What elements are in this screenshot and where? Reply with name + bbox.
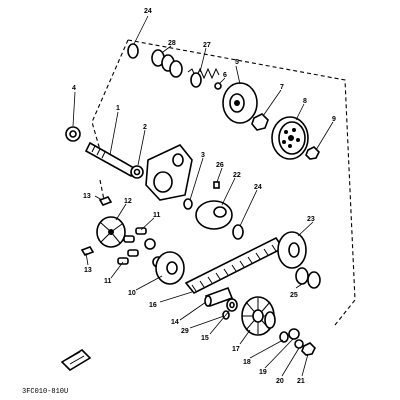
part-oring-top (127, 43, 139, 59)
callout-1: 1 (116, 105, 120, 112)
callout-13-upper: 13 (83, 193, 91, 200)
part-bearing-4 (65, 126, 81, 142)
callout-20: 20 (276, 378, 284, 385)
front-arrow-icon (60, 348, 92, 372)
part-sliders (117, 227, 147, 265)
callout-22: 22 (233, 172, 241, 179)
part-fixed-sheave (195, 200, 233, 230)
part-bearing-2 (130, 165, 144, 179)
callout-24-mid: 24 (254, 184, 262, 191)
part-nut-21 (301, 342, 316, 356)
callout-21: 21 (297, 378, 305, 385)
part-washer-3 (183, 198, 193, 210)
part-nut-9 (305, 146, 320, 160)
part-secondary-sheave (277, 231, 307, 269)
part-clutch-housing (271, 116, 309, 160)
part-13-lower (80, 246, 95, 256)
part-bearing-sleeve (151, 49, 183, 78)
part-washer-20 (294, 339, 304, 349)
callout-15: 15 (201, 335, 209, 342)
callout-8: 8 (303, 98, 307, 105)
callout-18: 18 (243, 359, 251, 366)
callout-9: 9 (332, 116, 336, 123)
callout-16: 16 (149, 302, 157, 309)
part-oring-24 (232, 224, 244, 240)
callout-17: 17 (232, 346, 240, 353)
document-code: 3FC010-810U (22, 388, 68, 396)
part-collar (204, 286, 234, 308)
part-spring (187, 67, 220, 80)
callout-24-top: 24 (144, 8, 152, 15)
callout-11-lower: 11 (104, 278, 112, 285)
callout-23: 23 (307, 216, 315, 223)
callout-6: 6 (223, 72, 227, 79)
part-gear-case (145, 144, 193, 201)
callout-labels: 24 28 27 5 6 7 8 9 4 1 2 3 26 22 24 13 1… (72, 8, 336, 385)
part-nut-7 (251, 113, 269, 131)
part-pin (214, 82, 222, 90)
callout-27: 27 (203, 42, 211, 49)
part-bearing-15 (226, 298, 238, 312)
callout-2: 2 (143, 124, 147, 131)
part-shaft (84, 141, 135, 178)
callout-26: 26 (216, 162, 224, 169)
part-13-upper (98, 196, 113, 206)
callout-19: 19 (259, 369, 267, 376)
callout-28: 28 (168, 40, 176, 47)
part-vbelt (184, 236, 285, 295)
callout-3: 3 (201, 152, 205, 159)
callout-11-upper: 11 (153, 212, 161, 219)
part-washer-19 (288, 328, 300, 340)
leader-lines (72, 15, 334, 377)
part-washer-18 (279, 331, 289, 343)
callout-14: 14 (171, 319, 179, 326)
callout-13-lower: 13 (84, 267, 92, 274)
callout-12: 12 (124, 198, 132, 205)
part-clutch-carrier (222, 82, 258, 124)
part-movable-sheave (155, 251, 185, 285)
part-26 (213, 181, 220, 189)
callout-10: 10 (128, 290, 136, 297)
part-cam-plate (96, 216, 126, 248)
callout-29: 29 (181, 328, 189, 335)
part-gear (264, 311, 276, 329)
callout-5: 5 (235, 59, 239, 66)
callout-4: 4 (72, 85, 76, 92)
part-rings-25 (295, 267, 321, 289)
callout-7: 7 (280, 84, 284, 91)
callout-25: 25 (290, 292, 298, 299)
